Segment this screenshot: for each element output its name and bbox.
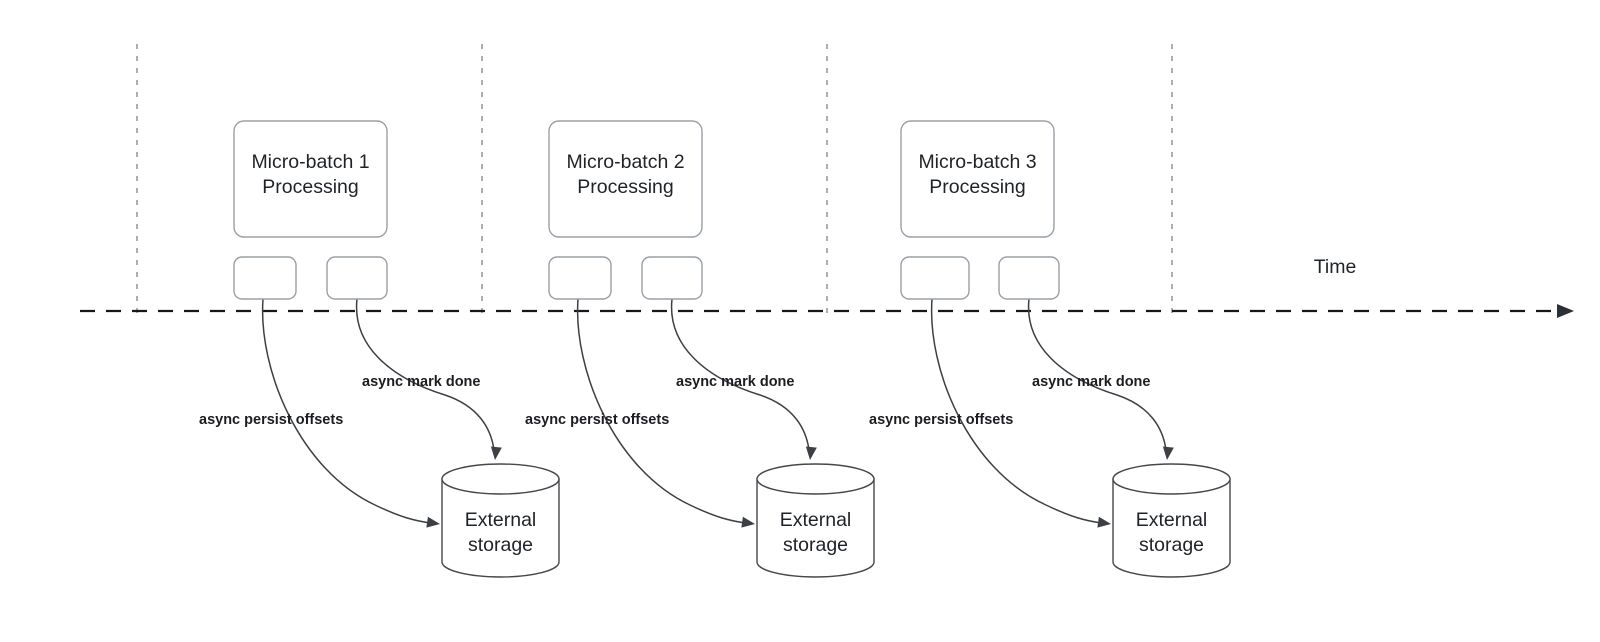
async-mark-done-arrowhead-icon-2 <box>805 446 817 460</box>
micro-batch-box-3[interactable] <box>900 120 1055 238</box>
async-mark-done-connector-2 <box>670 298 810 451</box>
async-mark-done-connector-1 <box>355 298 495 451</box>
async-mark-done-label-2: async mark done <box>676 374 794 390</box>
external-storage-cap-3[interactable] <box>1112 463 1231 495</box>
timeline-layer <box>80 304 1574 318</box>
persist-offsets-task-1[interactable] <box>233 256 297 300</box>
external-storage-label-line2-2: storage <box>783 534 848 556</box>
timeline-arrow-icon <box>1557 304 1574 318</box>
external-storage-body-3[interactable] <box>1112 478 1231 578</box>
micro-batch-box-2[interactable] <box>548 120 703 238</box>
micro-batch-label-line1-1: Micro-batch 1 <box>251 151 369 173</box>
micro-batch-label-line2-3: Processing <box>929 176 1025 198</box>
async-persist-offsets-arrowhead-icon-1 <box>426 516 440 528</box>
async-persist-offsets-connector-3 <box>930 298 1103 524</box>
micro-batch-label-line1-3: Micro-batch 3 <box>918 151 1036 173</box>
async-persist-offsets-arrowhead-icon-2 <box>741 516 755 528</box>
external-storage-label-line1-3: External <box>1136 509 1208 531</box>
micro-batch-box-1[interactable] <box>233 120 388 238</box>
vertical-guide-layer <box>136 44 1173 318</box>
async-mark-done-label-3: async mark done <box>1032 374 1150 390</box>
async-persist-offsets-label-2: async persist offsets <box>525 412 669 428</box>
mark-done-task-1[interactable] <box>326 256 388 300</box>
external-storage-label-line2-3: storage <box>1139 534 1204 556</box>
micro-batch-label-line1-2: Micro-batch 2 <box>566 151 684 173</box>
mark-done-task-2[interactable] <box>641 256 703 300</box>
external-storage-body-1[interactable] <box>441 478 560 578</box>
external-storage-body-2[interactable] <box>756 478 875 578</box>
async-persist-offsets-label-1: async persist offsets <box>199 412 343 428</box>
external-storage-label-line2-1: storage <box>468 534 533 556</box>
async-persist-offsets-arrowhead-icon-3 <box>1097 516 1111 528</box>
external-storage-label-line1-1: External <box>465 509 537 531</box>
async-persist-offsets-connector-2 <box>576 298 747 524</box>
async-persist-offsets-connector-1 <box>261 298 432 524</box>
micro-batch-label-line2-1: Processing <box>262 176 358 198</box>
async-mark-done-arrowhead-icon-1 <box>490 446 502 460</box>
time-axis-label: Time <box>1314 256 1357 278</box>
async-mark-done-arrowhead-icon-3 <box>1162 446 1174 460</box>
external-storage-cap-2[interactable] <box>756 463 875 495</box>
node-layer <box>233 120 1231 578</box>
persist-offsets-task-2[interactable] <box>548 256 612 300</box>
mark-done-task-3[interactable] <box>998 256 1060 300</box>
async-persist-offsets-label-3: async persist offsets <box>869 412 1013 428</box>
connector-layer <box>261 298 1174 528</box>
external-storage-label-line1-2: External <box>780 509 852 531</box>
async-mark-done-label-1: async mark done <box>362 374 480 390</box>
persist-offsets-task-3[interactable] <box>900 256 970 300</box>
micro-batch-label-line2-2: Processing <box>577 176 673 198</box>
external-storage-cap-1[interactable] <box>441 463 560 495</box>
async-mark-done-connector-3 <box>1027 298 1167 451</box>
